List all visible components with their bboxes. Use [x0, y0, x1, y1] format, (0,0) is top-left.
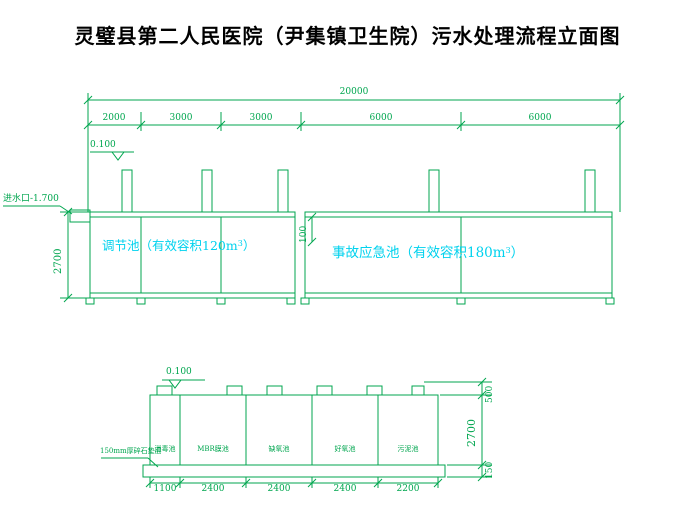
lower-bottom-dims	[145, 477, 443, 488]
dim-level-diff: 100	[299, 225, 309, 243]
right-dim-500: 500	[485, 385, 495, 403]
dim-total-width: 20000	[339, 87, 369, 97]
tank-left-outline	[89, 211, 296, 299]
base-note-leader	[101, 457, 159, 468]
dim-segment-4: 6000	[369, 113, 393, 123]
upper-left-height-dim	[60, 207, 90, 303]
tank2-label-suffix: ）	[510, 245, 525, 261]
bottom-dim-1: 1100	[153, 484, 177, 494]
upper-elevation-value: 0.100	[90, 140, 116, 150]
dim-segment-2: 3000	[169, 113, 193, 123]
tank-vent-stubs	[121, 169, 596, 213]
right-dim-150: 150	[485, 461, 495, 479]
lower-elevation-value: 0.100	[166, 367, 192, 377]
compartment-label-3: 缺氧池	[268, 445, 290, 453]
bottom-dim-5: 2200	[396, 484, 420, 494]
bottom-dim-3: 2400	[267, 484, 291, 494]
tank-footings	[85, 297, 615, 305]
tank-right-outline	[304, 211, 613, 299]
inlet-label: 进水口-1.700	[3, 194, 59, 204]
lower-right-dims	[424, 377, 492, 482]
dim-segment-3: 3000	[249, 113, 273, 123]
lower-cover-stubs	[156, 385, 425, 396]
lower-elevation-flag	[162, 379, 205, 389]
base-note: 150mm厚碎石垫层	[100, 447, 162, 455]
compartment-label-5: 污泥池	[397, 445, 419, 453]
tank2-label: 事故应急池（有效容积180m3）	[332, 245, 525, 261]
compartment-label-1: 消毒池	[154, 445, 176, 453]
bottom-dim-2: 2400	[201, 484, 225, 494]
compartment-label-2: MBR膜池	[197, 445, 229, 453]
dim-segment-1: 2000	[102, 113, 126, 123]
drawing-title: 灵璧县第二人民医院（尹集镇卫生院）污水处理流程立面图	[74, 24, 621, 48]
level-diff-dim	[307, 212, 317, 247]
tank2-label-sup: 3	[505, 246, 511, 255]
bottom-dim-4: 2400	[333, 484, 357, 494]
dim-segment-5: 6000	[528, 113, 552, 123]
tank1-label-suffix: ）	[242, 238, 256, 253]
dim-tank-height: 2700	[53, 248, 64, 274]
inlet-pipe	[3, 205, 91, 223]
upper-elevation-flag	[90, 151, 134, 161]
upper-dimension-lines	[83, 93, 625, 212]
tank2-label-text: 事故应急池（有效容积180m	[332, 245, 506, 261]
tank1-label: 调节池（有效容积120m3）	[102, 238, 256, 253]
tank1-label-sup: 3	[237, 239, 243, 248]
right-dim-2700: 2700	[465, 419, 478, 447]
tank1-label-text: 调节池（有效容积120m	[102, 238, 238, 253]
lower-structure-outline	[142, 394, 446, 478]
compartment-label-4: 好氧池	[334, 445, 356, 453]
